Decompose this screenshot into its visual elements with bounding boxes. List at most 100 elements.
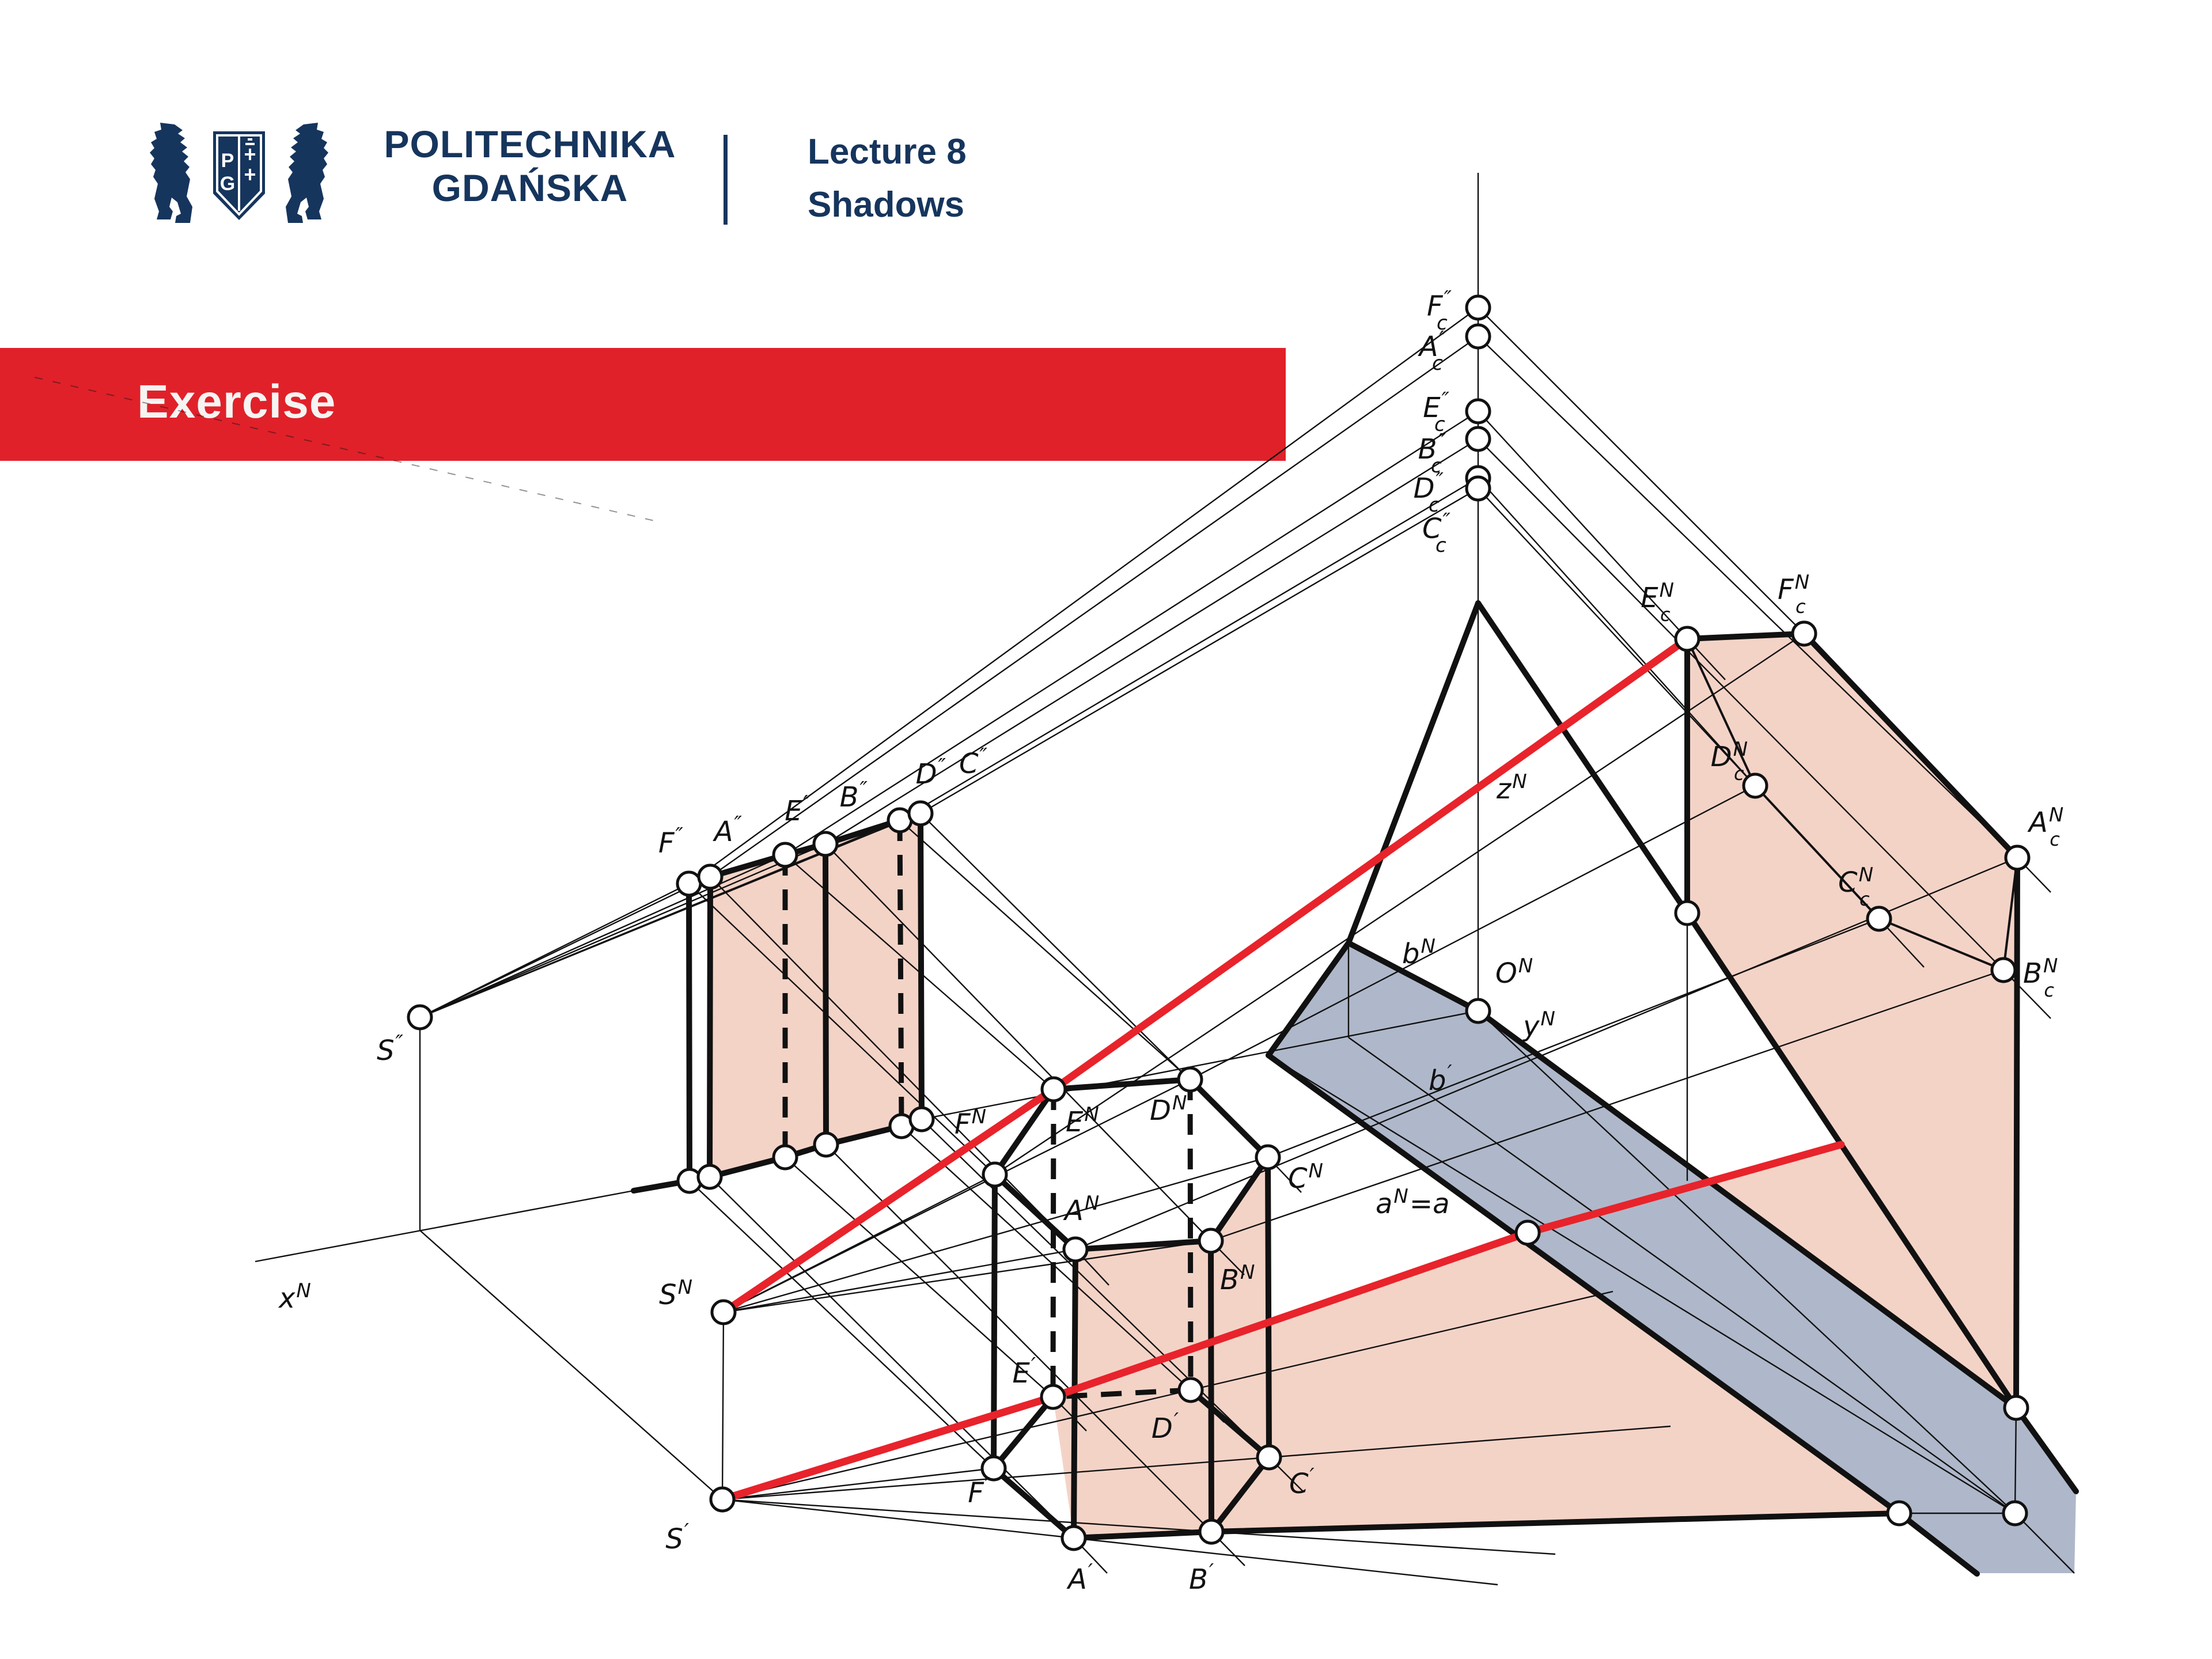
ray-sg-A xyxy=(722,1498,1498,1586)
point-marker xyxy=(697,863,724,890)
ray-sg-B xyxy=(722,1498,1556,1555)
ray-sg-D xyxy=(722,1290,1613,1501)
transfer-base-C xyxy=(921,1119,1303,1491)
transfer-top-C xyxy=(920,813,1302,1193)
logo-lions xyxy=(150,123,328,223)
plane-b-inner-2 xyxy=(1348,1037,2016,1514)
point-marker xyxy=(1866,906,1892,932)
lecture-title: Lecture 8 Shadows xyxy=(808,126,967,232)
point-marker xyxy=(2002,1500,2028,1527)
point-marker xyxy=(1465,323,1491,350)
point-marker xyxy=(1177,1377,1204,1403)
front-view-edge-F xyxy=(686,881,692,1184)
prism-edge-A xyxy=(1071,1247,1078,1541)
label-xN: xN xyxy=(278,1279,311,1315)
point-marker xyxy=(813,1131,839,1158)
label-E1: E′ xyxy=(1012,1354,1036,1389)
x-axis-right xyxy=(921,1010,1479,1120)
point-marker xyxy=(1060,1525,1087,1551)
point-marker xyxy=(1674,900,1700,926)
university-name-line2: GDAŃSKA xyxy=(431,166,628,209)
ray45-B xyxy=(1478,438,2051,1019)
ray-sn-F xyxy=(723,633,1805,1313)
ground-shadow-bottom xyxy=(1071,1510,1902,1541)
prism-base-DE-hidden xyxy=(1052,1387,1191,1400)
label-CN: CN xyxy=(1288,1160,1323,1195)
triangle-left-edge xyxy=(1266,600,1481,1058)
ray-sf-B xyxy=(419,438,1479,1018)
ray-sn-B xyxy=(723,969,2004,1313)
label-S1: S′ xyxy=(665,1520,689,1555)
point-marker xyxy=(1791,620,1817,647)
triangle-right-edge xyxy=(1475,600,1690,916)
ray-sg-C xyxy=(722,1425,1671,1501)
lecture-title-line1: Lecture 8 xyxy=(808,132,967,172)
prism-edge-E-hidden xyxy=(1050,1089,1056,1397)
transfer-base-F xyxy=(689,1180,994,1469)
lion-left-icon xyxy=(150,123,192,223)
ray45-D xyxy=(1478,478,1801,835)
point-marker xyxy=(1514,1219,1541,1246)
s-axo-vertical xyxy=(721,1312,725,1500)
label-aNa1: aN=a′ xyxy=(1376,1184,1456,1220)
wall-shadow-fill xyxy=(1687,634,2017,1408)
point-marker xyxy=(907,800,934,827)
ray-sn-A xyxy=(723,857,2018,1313)
point-marker xyxy=(888,1113,915,1139)
wall-tip-vertical xyxy=(2014,1407,2017,1514)
lecture-title-line2: Shadows xyxy=(808,185,965,225)
transfer-base-E xyxy=(785,1157,1087,1431)
prism-base-CD xyxy=(1188,1387,1272,1460)
front-view-edge-D-hidden xyxy=(897,820,904,1127)
point-marker xyxy=(1040,1384,1066,1410)
label-A1: A′ xyxy=(1066,1560,1093,1596)
label-zN: zN xyxy=(1496,770,1527,805)
transfer-top-E xyxy=(785,854,1054,1090)
label-D2: D″ xyxy=(916,755,946,790)
point-marker xyxy=(1177,1066,1203,1093)
point-marker xyxy=(1198,1518,1225,1545)
point-marker xyxy=(812,831,839,857)
ray-sf-C xyxy=(419,487,1479,1018)
label-b1: b′ xyxy=(1429,1061,1452,1097)
light-ray-axo xyxy=(719,635,1691,1316)
label-Bc2: B″c xyxy=(1418,430,1446,478)
point-marker xyxy=(1465,294,1491,321)
point-marker xyxy=(908,1106,935,1132)
wall-hexagon-DC xyxy=(1754,785,1880,920)
plane-b-top-edge xyxy=(1346,940,2079,1494)
transfer-base-B xyxy=(825,1144,1245,1566)
point-marker xyxy=(1062,1236,1089,1263)
label-S2: S″ xyxy=(377,1031,403,1067)
point-marker xyxy=(1886,1500,1912,1527)
ray45-F xyxy=(1478,307,1847,677)
transfer-top-B xyxy=(825,843,1245,1275)
label-DN: DN xyxy=(1150,1092,1187,1127)
label-E2: E″ xyxy=(785,791,811,827)
x-axis-left xyxy=(255,1190,634,1263)
university-name: POLITECHNIKA GDAŃSKA xyxy=(354,122,706,210)
point-marker xyxy=(887,807,913,834)
ray-sn-C xyxy=(723,918,1880,1313)
ray45-A xyxy=(1478,336,2051,893)
ray-sf-E xyxy=(419,410,1479,1018)
point-marker xyxy=(1040,1076,1067,1103)
transfer-base-D xyxy=(901,1126,1225,1423)
ray-sf-D xyxy=(419,477,1479,1018)
logo-shield: P G xyxy=(213,131,265,220)
prism-edge-C xyxy=(1265,1154,1272,1460)
label-FN: FN xyxy=(955,1105,986,1141)
prism-base-FA xyxy=(991,1465,1077,1541)
point-marker xyxy=(1465,465,1491,491)
front-view-edge-C xyxy=(918,810,925,1122)
point-marker xyxy=(772,842,798,868)
wall-top-edge xyxy=(1684,631,1807,642)
label-A2: A″ xyxy=(713,812,743,848)
point-marker xyxy=(982,1161,1008,1188)
ray45-C xyxy=(1478,488,1925,968)
